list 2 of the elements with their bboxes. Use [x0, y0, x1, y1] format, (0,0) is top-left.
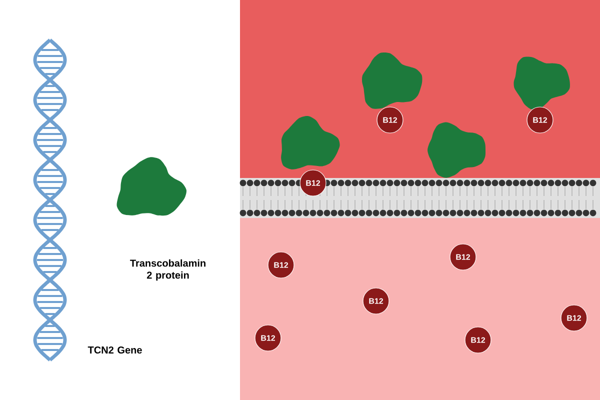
- text-label: TCN2 Gene: [88, 346, 142, 354]
- text-label: Transcobalamin 2 protein: [130, 259, 206, 281]
